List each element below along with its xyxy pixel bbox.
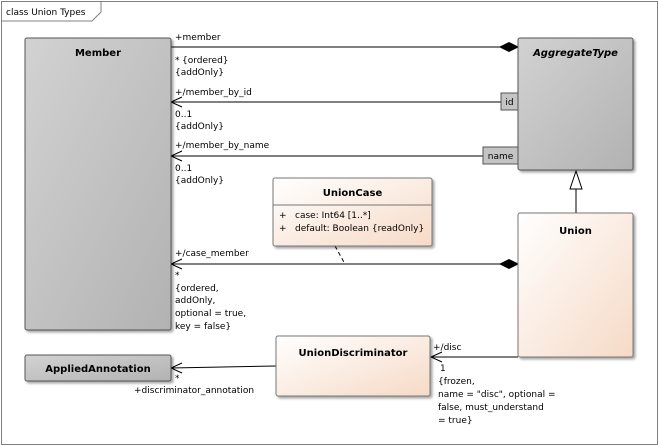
role-label: +/disc xyxy=(433,343,461,353)
multiplicity-label: 0..1 xyxy=(175,110,192,120)
constraint-label: {addOnly} xyxy=(175,122,224,132)
attr-default: default: Boolean {readOnly} xyxy=(295,224,424,234)
class-union-discriminator[interactable]: UnionDiscriminator xyxy=(275,335,431,397)
constraint-label: {ordered, xyxy=(175,284,219,294)
attr-case: case: Int64 [1..*] xyxy=(295,211,371,221)
role-label: +member xyxy=(175,33,221,43)
class-union-case-name: UnionCase xyxy=(323,188,383,199)
constraint-label: = true} xyxy=(438,416,473,426)
generalization-union-aggregatetype[interactable] xyxy=(569,169,583,213)
multiplicity-label: * xyxy=(175,271,180,281)
attr-visibility: + xyxy=(279,224,287,234)
constraint-label: addOnly, xyxy=(175,296,215,306)
association-discriminator-annotation[interactable] xyxy=(169,362,277,374)
qualifier-name[interactable]: name xyxy=(482,146,519,165)
constraint-label: false, must_understand xyxy=(438,403,544,413)
constraint-label: key = false} xyxy=(175,322,231,332)
constraint-label: optional = true, xyxy=(175,309,246,319)
class-member-name: Member xyxy=(75,48,121,59)
multiplicity-label: 0..1 xyxy=(175,164,192,174)
qualifier-name-label: name xyxy=(488,152,514,162)
class-union-name: Union xyxy=(559,226,592,237)
class-applied-annotation-name: AppliedAnnotation xyxy=(45,364,150,375)
qualifier-id[interactable]: id xyxy=(500,92,519,111)
association-class-link xyxy=(334,245,346,265)
association-member-by-name[interactable] xyxy=(169,150,483,162)
constraint-label: name = "disc", optional = xyxy=(438,390,556,400)
class-union-case[interactable]: UnionCase + case: Int64 [1..*] + default… xyxy=(272,177,433,247)
constraint-label: {addOnly} xyxy=(175,68,224,78)
frame-title: class Union Types xyxy=(6,8,86,18)
constraint-label: {frozen, xyxy=(438,377,475,387)
constraint-label: {addOnly} xyxy=(175,176,224,186)
role-label: +/case_member xyxy=(175,249,249,259)
association-member[interactable] xyxy=(171,41,520,53)
class-union[interactable]: Union xyxy=(517,212,634,358)
attr-visibility: + xyxy=(279,211,287,221)
multiplicity-label: 1 xyxy=(440,364,446,374)
class-applied-annotation[interactable]: AppliedAnnotation xyxy=(24,354,172,382)
association-case-member[interactable] xyxy=(169,258,520,270)
qualifier-id-label: id xyxy=(505,98,513,108)
role-label: +discriminator_annotation xyxy=(134,386,254,396)
class-member[interactable]: Member xyxy=(24,37,172,331)
frame-tab xyxy=(1,1,102,22)
class-union-discriminator-name: UnionDiscriminator xyxy=(299,348,408,359)
constraint-label: {ordered} xyxy=(182,56,229,66)
multiplicity-label: * xyxy=(175,56,180,66)
association-disc[interactable] xyxy=(429,351,518,363)
role-label: +/member_by_name xyxy=(175,141,270,151)
role-label: +/member_by_id xyxy=(175,88,252,98)
class-aggregate-type[interactable]: AggregateType xyxy=(517,37,634,171)
multiplicity-label: * xyxy=(175,374,180,384)
class-aggregate-type-name: AggregateType xyxy=(532,48,618,59)
association-member-by-id[interactable] xyxy=(169,96,501,108)
